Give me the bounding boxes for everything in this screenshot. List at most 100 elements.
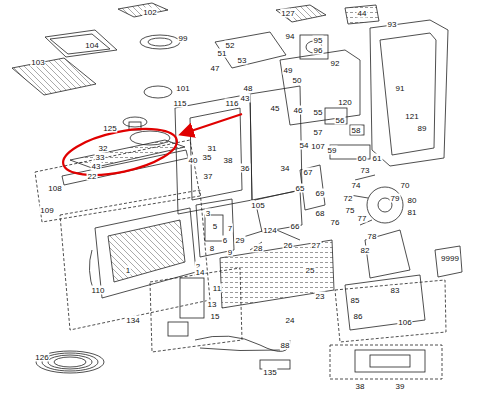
callout-number: 54 <box>299 141 310 150</box>
callout-number: 95 <box>313 36 324 45</box>
callout-number: 66 <box>290 222 301 231</box>
callout-number: 38 <box>223 156 234 165</box>
callout-number: 47 <box>210 64 221 73</box>
callout-number: 82 <box>360 246 371 255</box>
callout-number: 70 <box>400 181 411 190</box>
callout-number: 48 <box>243 84 254 93</box>
callout-number: 32 <box>98 144 109 153</box>
callout-number: 74 <box>351 181 362 190</box>
callout-number: 121 <box>404 112 419 121</box>
callout-number: 99 <box>178 34 189 43</box>
callout-number: 83 <box>390 286 401 295</box>
callout-number: 92 <box>330 59 341 68</box>
callout-number: 101 <box>175 84 190 93</box>
callout-number: 8 <box>209 244 215 253</box>
callout-number: 103 <box>30 58 45 67</box>
callout-number: 3 <box>205 209 211 218</box>
callout-number: 73 <box>360 166 371 175</box>
callout-number: 125 <box>102 124 117 133</box>
callout-number: 124 <box>262 226 277 235</box>
callout-number: 39 <box>395 382 406 391</box>
callout-number: 91 <box>395 84 406 93</box>
callout-number: 56 <box>335 116 346 125</box>
callout-number: 135 <box>262 368 277 377</box>
callout-number: 96 <box>313 46 324 55</box>
callout-number: 36 <box>240 164 251 173</box>
callout-number: 89 <box>417 124 428 133</box>
callout-number: 31 <box>207 144 218 153</box>
callout-number: 26 <box>283 241 294 250</box>
callout-number: 76 <box>330 218 341 227</box>
callout-number: 44 <box>357 9 368 18</box>
callout-number: 38 <box>355 382 366 391</box>
callout-number: 85 <box>350 296 361 305</box>
callout-number: 104 <box>84 41 99 50</box>
callout-number: 45 <box>270 104 281 113</box>
callout-number: 60 <box>357 154 368 163</box>
callout-number: 126 <box>34 353 49 362</box>
callout-number: 61 <box>372 154 383 163</box>
callout-number: 13 <box>207 300 218 309</box>
callout-number: 67 <box>303 168 314 177</box>
callout-number: 34 <box>280 164 291 173</box>
callout-number: 46 <box>293 106 304 115</box>
callout-number: 65 <box>295 184 306 193</box>
callout-number: 22 <box>87 172 98 181</box>
callout-number: 9999 <box>440 254 460 263</box>
callout-number: 50 <box>292 76 303 85</box>
callout-number: 15 <box>210 312 221 321</box>
callout-number: 80 <box>407 196 418 205</box>
callout-number: 23 <box>315 292 326 301</box>
callout-number: 24 <box>285 316 296 325</box>
callout-number: 68 <box>315 209 326 218</box>
callout-number: 127 <box>280 9 295 18</box>
callout-number: 108 <box>47 184 62 193</box>
callout-number: 49 <box>283 66 294 75</box>
callout-number: 81 <box>407 208 418 217</box>
callout-number: 105 <box>250 201 265 210</box>
callout-number: 93 <box>387 20 398 29</box>
callout-number: 86 <box>353 312 364 321</box>
callout-number: 57 <box>313 128 324 137</box>
callout-number: 14 <box>195 268 206 277</box>
callout-number: 75 <box>345 206 356 215</box>
callout-number: 35 <box>202 153 213 162</box>
callout-number: 6 <box>222 236 228 245</box>
callout-number: 37 <box>203 172 214 181</box>
callout-number: 51 <box>217 49 228 58</box>
callout-number: 116 <box>225 99 240 108</box>
callout-number: 59 <box>327 146 338 155</box>
callout-number: 109 <box>39 206 54 215</box>
callout-number: 102 <box>142 8 157 17</box>
callout-number: 29 <box>235 236 246 245</box>
callout-number: 53 <box>237 56 248 65</box>
callout-number: 40 <box>188 156 199 165</box>
callout-number: 88 <box>280 341 291 350</box>
callout-number: 134 <box>125 316 140 325</box>
callout-number: 78 <box>367 232 378 241</box>
callout-number: 55 <box>313 108 324 117</box>
callout-number: 1 <box>125 266 131 275</box>
callout-number: 72 <box>343 194 354 203</box>
callout-number: 115 <box>173 99 188 108</box>
callout-number: 43 <box>240 94 251 103</box>
callout-number: 11 <box>212 284 222 293</box>
callout-number: 33 <box>95 153 106 162</box>
callout-number: 106 <box>397 318 412 327</box>
callout-number: 120 <box>337 98 352 107</box>
callout-number: 107 <box>310 142 325 151</box>
callout-number: 27 <box>311 241 322 250</box>
callout-number: 110 <box>91 286 106 295</box>
callout-number: 43 <box>91 162 102 171</box>
callout-number: 5 <box>212 222 218 231</box>
callout-number: 79 <box>390 194 401 203</box>
callout-number: 25 <box>305 266 316 275</box>
callout-number: 94 <box>285 32 296 41</box>
callout-number: 69 <box>315 189 326 198</box>
callout-number: 58 <box>351 126 362 135</box>
callout-number: 9 <box>227 248 233 257</box>
callout-number: 77 <box>357 214 368 223</box>
callout-number: 28 <box>253 244 264 253</box>
callout-number: 7 <box>227 224 233 233</box>
